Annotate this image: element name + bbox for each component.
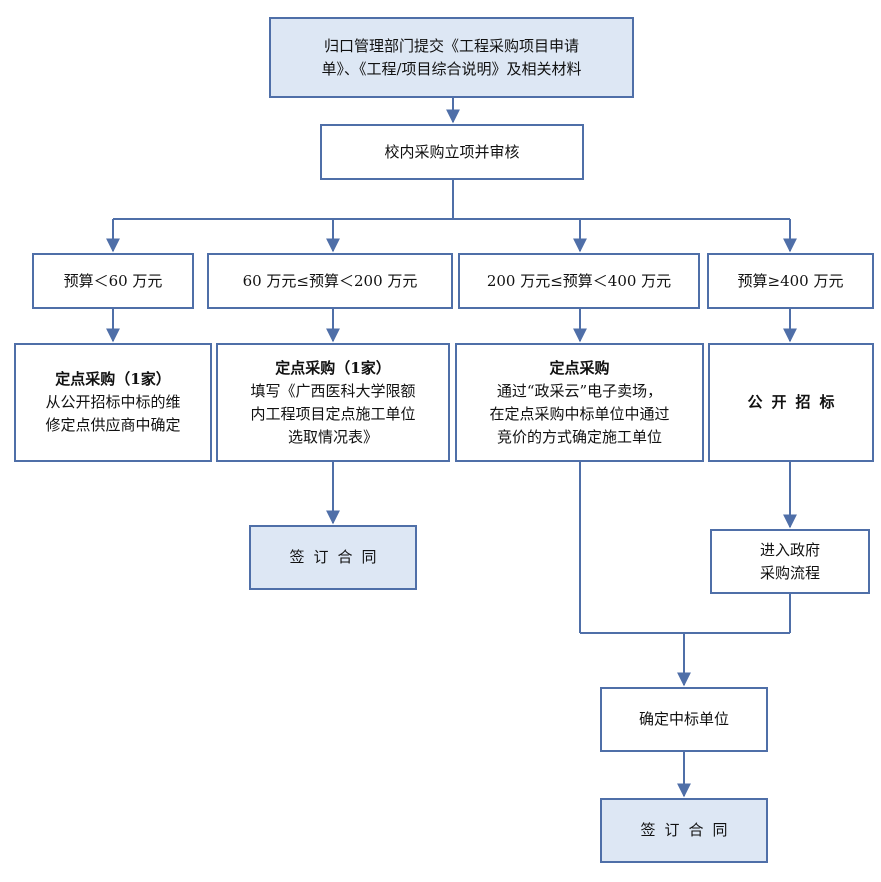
method-1-title: 定点采购（1家） bbox=[55, 370, 171, 388]
method-4-box: 公开招标 bbox=[708, 343, 874, 462]
gov-procurement-line-2: 采购流程 bbox=[759, 563, 820, 582]
method-1-line-2: 修定点供应商中确定 bbox=[45, 416, 181, 434]
submit-materials-box: 归口管理部门提交《工程采购项目申请 单》、《工程/项目综合说明》及相关材料 bbox=[269, 17, 634, 98]
method-3-line-2: 在定点采购中标单位中通过 bbox=[489, 404, 670, 423]
method-2-line-2: 内工程项目定点施工单位 bbox=[250, 404, 416, 423]
sign-contract-label-2: 签订合同 bbox=[640, 821, 737, 839]
submit-line-1: 归口管理部门提交《工程采购项目申请 bbox=[323, 36, 579, 55]
method-3-title: 定点采购 bbox=[549, 358, 610, 377]
budget-range-2-box: 60 万元≤预算＜200 万元 bbox=[207, 253, 453, 309]
method-2-line-3: 选取情况表》 bbox=[287, 427, 378, 446]
submit-line-2: 单》、《工程/项目综合说明》及相关材料 bbox=[321, 59, 582, 78]
method-3-line-3: 竞价的方式确定施工单位 bbox=[496, 427, 662, 446]
sign-contract-label-1: 签订合同 bbox=[289, 548, 386, 566]
approval-label: 校内采购立项并审核 bbox=[384, 142, 520, 161]
method-2-box: 定点采购（1家） 填写《广西医科大学限额 内工程项目定点施工单位 选取情况表》 bbox=[216, 343, 450, 462]
budget-range-4-label: 预算≥400 万元 bbox=[737, 271, 844, 290]
method-3-line-1: 通过“政采云”电子卖场， bbox=[496, 381, 663, 400]
budget-range-3-label: 200 万元≤预算＜400 万元 bbox=[486, 271, 672, 290]
determine-winner-label: 确定中标单位 bbox=[638, 710, 729, 728]
gov-procurement-box: 进入政府 采购流程 bbox=[710, 529, 870, 594]
budget-range-4-box: 预算≥400 万元 bbox=[707, 253, 874, 309]
budget-range-3-box: 200 万元≤预算＜400 万元 bbox=[458, 253, 700, 309]
gov-procurement-line-1: 进入政府 bbox=[759, 540, 820, 559]
method-2-title: 定点采购（1家） bbox=[275, 358, 391, 377]
budget-range-1-box: 预算＜60 万元 bbox=[32, 253, 194, 309]
budget-range-1-label: 预算＜60 万元 bbox=[63, 271, 163, 290]
method-1-line-1: 从公开招标中标的维 bbox=[45, 393, 181, 411]
approval-box: 校内采购立项并审核 bbox=[320, 124, 584, 180]
method-1-box: 定点采购（1家） 从公开招标中标的维 修定点供应商中确定 bbox=[14, 343, 212, 462]
method-2-line-1: 填写《广西医科大学限额 bbox=[250, 381, 416, 400]
sign-contract-box-1: 签订合同 bbox=[249, 525, 417, 590]
budget-range-2-label: 60 万元≤预算＜200 万元 bbox=[242, 271, 418, 290]
determine-winner-box: 确定中标单位 bbox=[600, 687, 768, 752]
method-4-title: 公开招标 bbox=[747, 393, 844, 411]
sign-contract-box-2: 签订合同 bbox=[600, 798, 768, 863]
method-3-box: 定点采购 通过“政采云”电子卖场， 在定点采购中标单位中通过 竞价的方式确定施工… bbox=[455, 343, 704, 462]
